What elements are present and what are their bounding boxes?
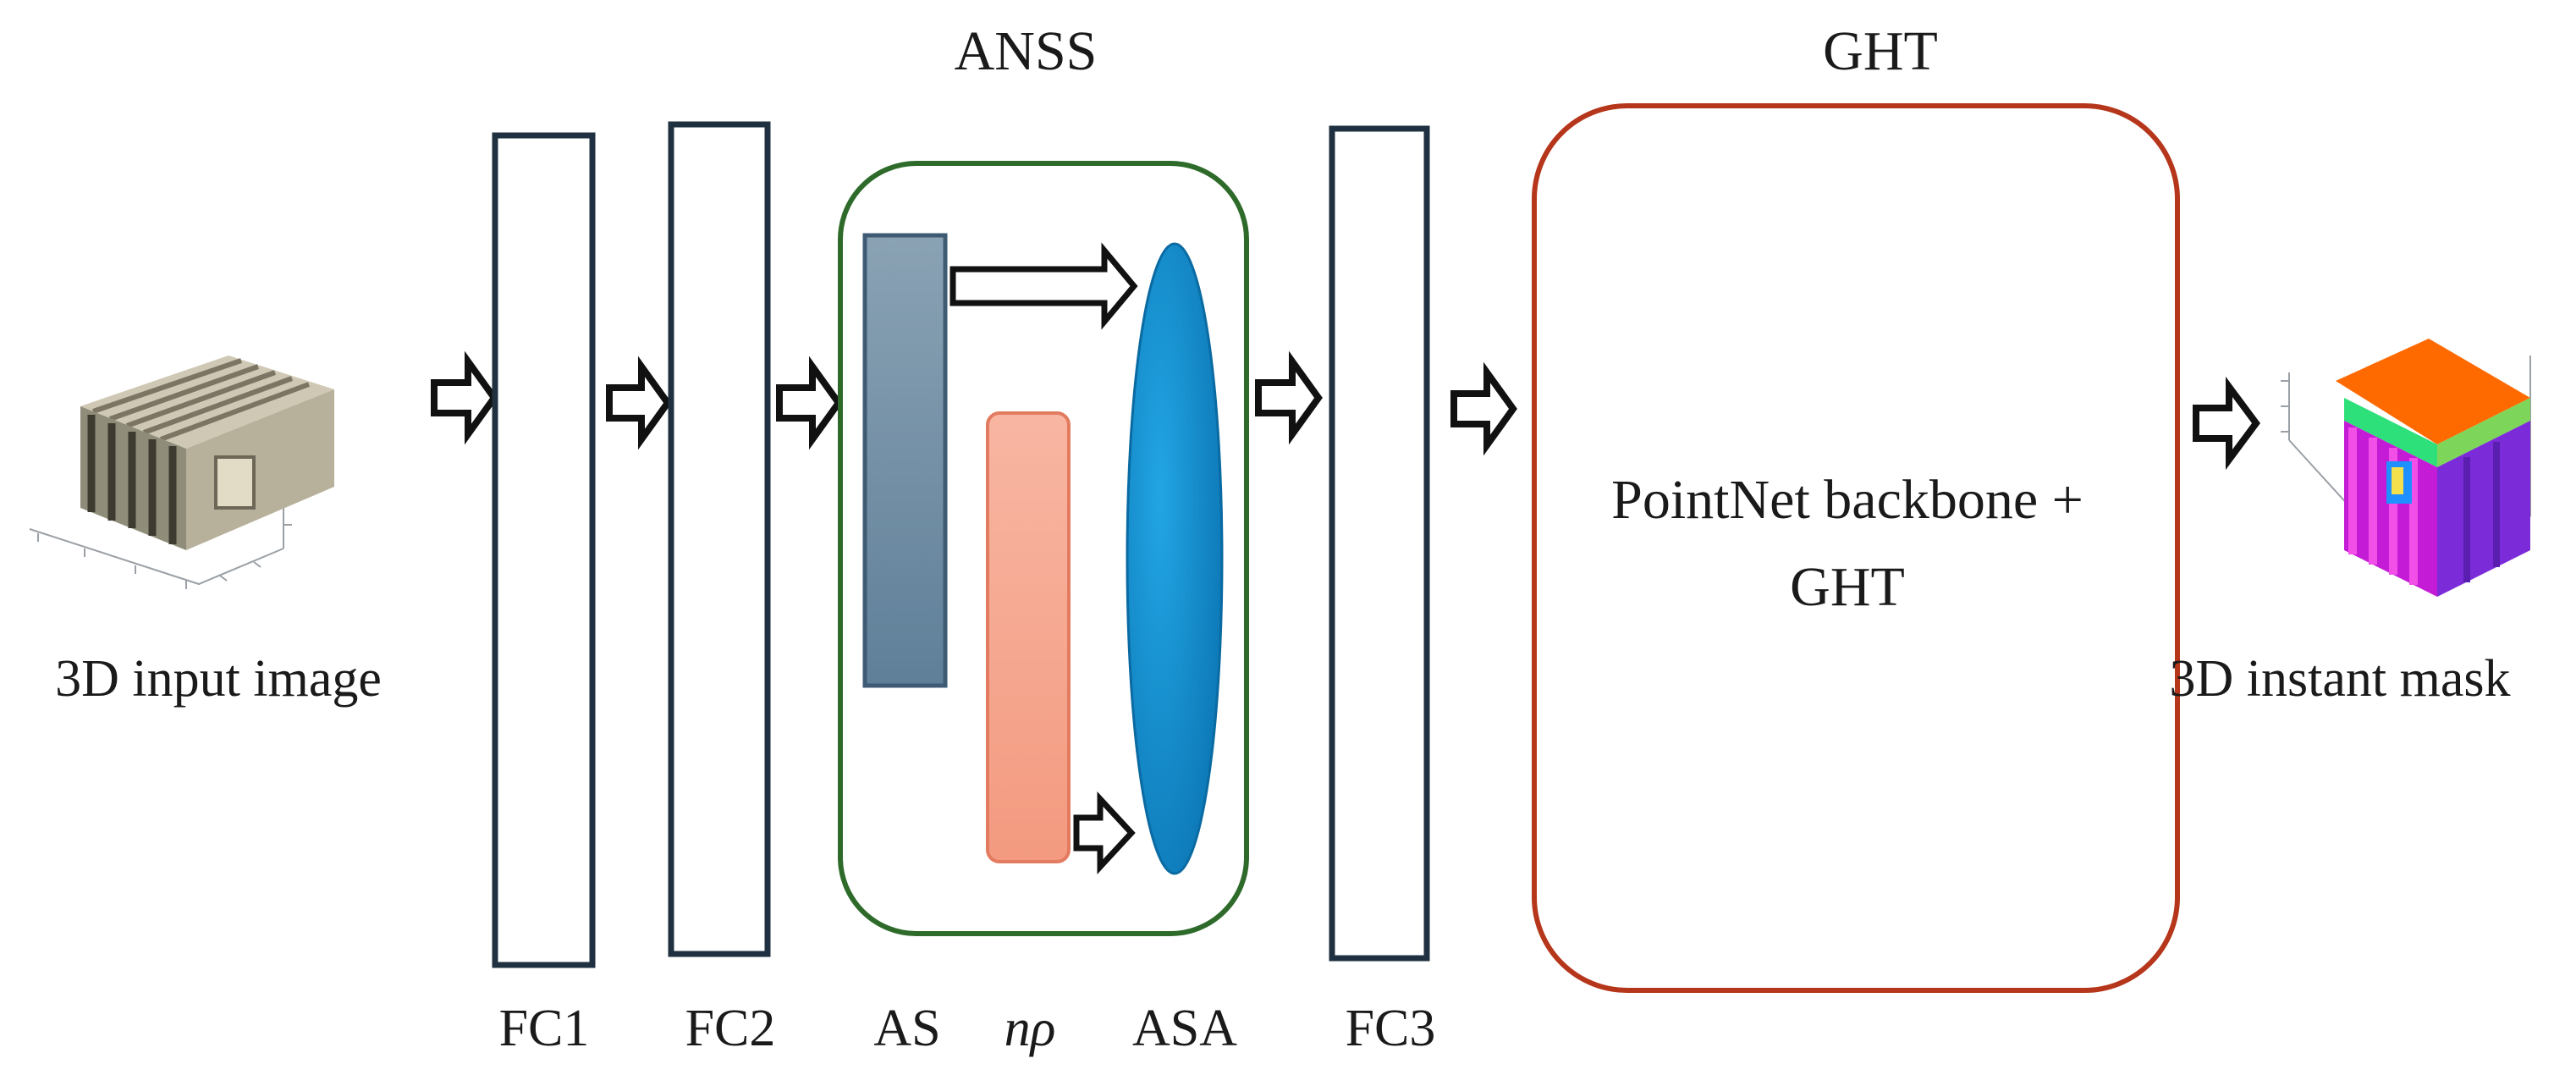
asa-label: ASA [1132,1000,1237,1057]
ght-box-line1: PointNet backbone + [1611,469,2083,531]
asa-block [1126,242,1224,875]
arrow-fc3-to-ght [1450,361,1517,456]
output-roof [2336,339,2530,444]
flow-arrows [431,350,2260,471]
np-block [986,411,1071,863]
input-building-columns [87,415,177,544]
anss-title: ANSS [955,20,1098,82]
ght-box-line2: GHT [1790,556,1905,618]
input-3d-image [29,356,334,589]
output-3d-mask [2281,339,2531,597]
input-building-door [214,455,256,510]
fc2-block [668,121,771,957]
fc2-label: FC2 [685,1000,776,1057]
output-roof-edge [2344,398,2437,467]
output-caption: 3D instant mask [2170,650,2511,708]
input-building-side [186,389,334,550]
ght-container [1532,103,2180,993]
arrow-as-to-asa [949,242,1138,330]
arrow-ght-to-output [2193,376,2260,471]
arrow-input-to-fc1 [431,350,498,445]
arrow-fc1-to-fc2 [606,356,672,450]
arrow-np-to-asa [1073,791,1136,874]
fc3-label: FC3 [1346,1000,1436,1057]
output-roof-edge-side [2437,398,2530,467]
arrow-anss-to-fc3 [1255,350,1323,445]
fc3-block [1329,125,1430,962]
fc1-label: FC1 [499,1000,590,1057]
input-roof-ridges [92,358,311,442]
output-side-columns [2463,442,2500,582]
fc1-block [492,132,596,968]
input-caption: 3D input image [55,650,382,708]
ght-title: GHT [1823,20,1938,82]
output-side-wall [2437,421,2530,597]
arrow-fc2-to-anss [776,356,843,450]
np-label: nρ [1005,1000,1056,1057]
output-door-inner [2392,467,2403,494]
as-label: AS [873,1000,940,1057]
input-building-roof [80,356,334,449]
as-block [862,233,948,688]
